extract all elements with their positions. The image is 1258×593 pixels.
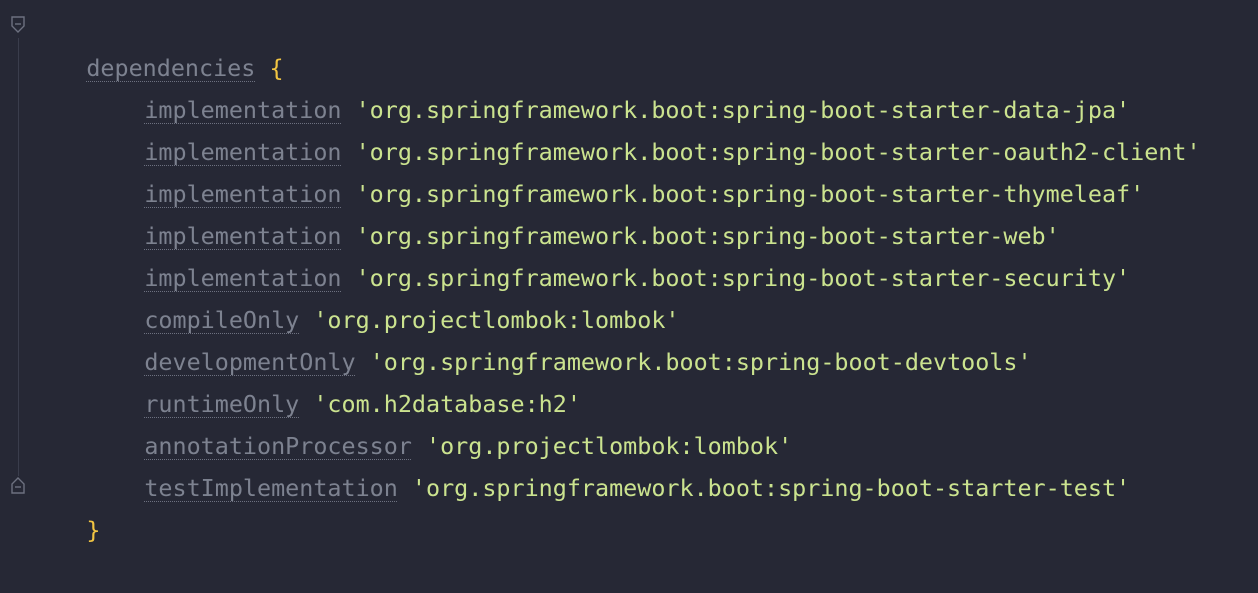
dependency-config[interactable]: developmentOnly <box>144 348 356 376</box>
dependency-config[interactable]: implementation <box>144 264 342 292</box>
code-line: implementation 'org.springframework.boot… <box>88 131 1144 208</box>
code-line: implementation 'org.springframework.boot… <box>88 47 1130 124</box>
code-line: implementation 'org.springframework.boot… <box>88 89 1200 166</box>
dependency-coordinate[interactable]: 'org.springframework.boot:spring-boot-st… <box>355 180 1145 208</box>
dependency-config[interactable]: implementation <box>144 138 342 166</box>
code-line-dependencies-open: dependencies { <box>30 5 283 82</box>
dependency-coordinate[interactable]: 'org.springframework.boot:spring-boot-st… <box>411 474 1131 502</box>
code-line: compileOnly 'org.projectlombok:lombok' <box>88 257 679 334</box>
dependency-config[interactable]: implementation <box>144 96 342 124</box>
code-line: annotationProcessor 'org.projectlombok:l… <box>88 383 792 460</box>
code-line-dependencies-close: } <box>30 467 100 544</box>
fold-guide-line <box>18 38 19 476</box>
dependency-coordinate[interactable]: 'org.springframework.boot:spring-boot-st… <box>355 96 1131 124</box>
open-brace: { <box>269 54 284 82</box>
dependency-coordinate[interactable]: 'org.projectlombok:lombok' <box>426 432 793 460</box>
dependency-coordinate[interactable]: 'org.springframework.boot:spring-boot-de… <box>369 348 1032 376</box>
code-line: implementation 'org.springframework.boot… <box>88 215 1130 292</box>
dependency-coordinate[interactable]: 'org.springframework.boot:spring-boot-st… <box>355 138 1201 166</box>
dependency-config[interactable]: testImplementation <box>144 474 398 502</box>
dependencies-keyword[interactable]: dependencies <box>86 54 256 82</box>
dependency-config[interactable]: implementation <box>144 222 342 250</box>
dependency-config[interactable]: compileOnly <box>144 306 300 334</box>
close-brace: } <box>86 516 101 544</box>
code-line: testImplementation 'org.springframework.… <box>88 425 1130 502</box>
code-line: runtimeOnly 'com.h2database:h2' <box>88 341 581 418</box>
fold-close-icon[interactable] <box>10 476 26 494</box>
dependency-config[interactable]: runtimeOnly <box>144 390 300 418</box>
code-line: implementation 'org.springframework.boot… <box>88 173 1059 250</box>
fold-open-icon[interactable] <box>10 16 26 34</box>
dependency-coordinate[interactable]: 'com.h2database:h2' <box>313 390 581 418</box>
code-line: developmentOnly 'org.springframework.boo… <box>88 299 1031 376</box>
dependency-coordinate[interactable]: 'org.projectlombok:lombok' <box>313 306 680 334</box>
dependency-coordinate[interactable]: 'org.springframework.boot:spring-boot-st… <box>355 222 1060 250</box>
dependency-config[interactable]: implementation <box>144 180 342 208</box>
dependency-coordinate[interactable]: 'org.springframework.boot:spring-boot-st… <box>355 264 1131 292</box>
dependency-config[interactable]: annotationProcessor <box>144 432 412 460</box>
